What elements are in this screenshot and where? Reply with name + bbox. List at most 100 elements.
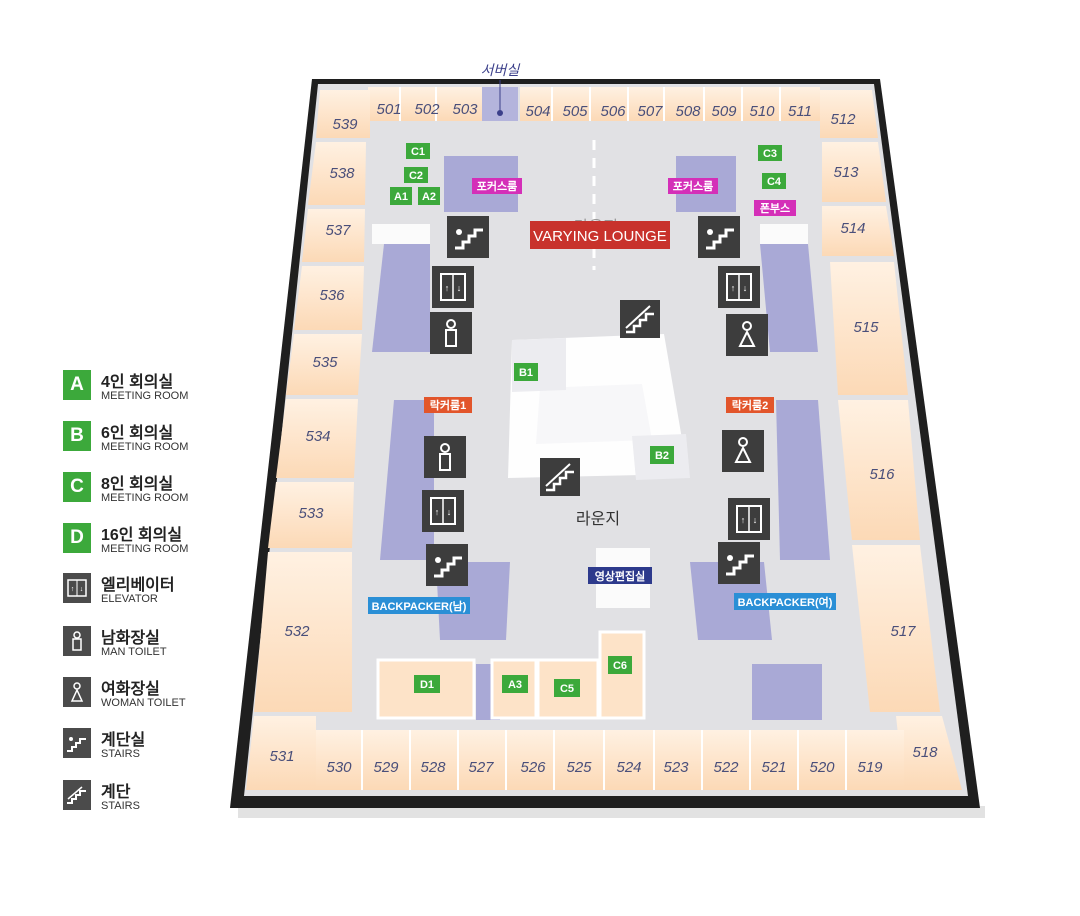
stairs-icon — [63, 780, 91, 810]
elevator-icon: ↑↓ — [728, 498, 770, 540]
room-524: 524 — [616, 759, 641, 776]
legend-subtitle: MEETING ROOM — [101, 543, 189, 555]
legend-badge-d: D — [63, 523, 91, 553]
locker-room-2-label: 락커룸2 — [732, 398, 768, 412]
legend-item-stairs: 계단 STAIRS — [63, 778, 243, 818]
room-528: 528 — [420, 759, 446, 776]
meeting-badge-c2: C2 — [409, 170, 423, 182]
woman-toilet-icon — [726, 314, 768, 356]
room-539: 539 — [332, 116, 358, 133]
room-516: 516 — [869, 466, 895, 483]
room-504: 504 — [525, 103, 550, 120]
elevator-icon: ↑↓ — [718, 266, 760, 308]
elevator-icon: ↑↓ — [422, 490, 464, 532]
legend-subtitle: STAIRS — [101, 800, 140, 812]
legend-title: 엘리베이터 — [101, 577, 175, 594]
room-536: 536 — [319, 287, 345, 304]
legend-item-man-toilet: 남화장실 MAN TOILET — [63, 624, 243, 664]
room-501: 501 — [376, 101, 401, 118]
room-508: 508 — [675, 103, 701, 120]
stairwell-icon — [447, 216, 489, 258]
legend-title: 여화장실 — [101, 681, 160, 698]
legend-badge-a: A — [63, 370, 91, 400]
stairs-icon — [620, 300, 660, 338]
legend-title: 계단 — [101, 784, 131, 801]
legend-item-6-person-room: B 6인 회의실 MEETING ROOM — [63, 419, 243, 459]
legend-title: 4인 회의실 — [101, 374, 174, 391]
lounge-label: 라운지 — [576, 510, 620, 528]
room-517: 517 — [890, 623, 916, 640]
room-521: 521 — [761, 759, 786, 776]
room-509: 509 — [711, 103, 737, 120]
man-toilet-icon — [424, 436, 466, 478]
stairs-icon — [540, 458, 580, 496]
video-edit-room-label: 영상편집실 — [595, 569, 646, 583]
room-532: 532 — [284, 623, 310, 640]
meeting-badge-c5: C5 — [560, 683, 574, 695]
map-icons: ↑↓ ↑↓ ↑↓ ↑↓ — [422, 216, 770, 586]
room-523: 523 — [663, 759, 689, 776]
legend-subtitle: MEETING ROOM — [101, 390, 189, 402]
svg-text:↓: ↓ — [457, 283, 462, 293]
room-502: 502 — [414, 101, 440, 118]
legend-badge-b: B — [63, 421, 91, 451]
room-512: 512 — [830, 111, 856, 128]
legend-title: 계단실 — [101, 732, 146, 749]
locker-room-1-label: 락커룸1 — [430, 398, 466, 412]
meeting-badge-c6: C6 — [613, 660, 627, 672]
room-518: 518 — [912, 744, 938, 761]
room-503: 503 — [452, 101, 478, 118]
svg-text:↓: ↓ — [753, 515, 758, 525]
room-531: 531 — [269, 748, 294, 765]
elevator-icon: ↑↓ — [63, 573, 91, 603]
elevator-icon: ↑↓ — [432, 266, 474, 308]
stairwell-icon — [63, 728, 91, 758]
svg-text:↑: ↑ — [731, 283, 736, 293]
svg-text:↓: ↓ — [447, 507, 452, 517]
backpacker-female-label: BACKPACKER(여) — [738, 595, 833, 609]
svg-text:↑: ↑ — [435, 507, 440, 517]
bottom-room-row — [316, 730, 904, 790]
man-toilet-icon — [430, 312, 472, 354]
room-513: 513 — [833, 164, 859, 181]
legend-subtitle: MEETING ROOM — [101, 492, 189, 504]
legend-title: 6인 회의실 — [101, 425, 174, 442]
legend-subtitle: WOMAN TOILET — [101, 697, 186, 709]
meeting-badge-a2: A2 — [422, 191, 436, 203]
legend-title: 남화장실 — [101, 630, 160, 647]
varying-lounge-banner — [530, 221, 670, 249]
legend-item-8-person-room: C 8인 회의실 MEETING ROOM — [63, 470, 243, 510]
svg-text:↓: ↓ — [743, 283, 748, 293]
meeting-badge-c1: C1 — [411, 146, 425, 158]
svg-text:↑: ↑ — [445, 283, 450, 293]
room-526: 526 — [520, 759, 546, 776]
legend-subtitle: MEETING ROOM — [101, 441, 189, 453]
meeting-badge-b2: B2 — [655, 450, 669, 462]
meeting-badge-a3: A3 — [508, 679, 522, 691]
room-537: 537 — [325, 222, 351, 239]
phone-booth-label: 폰부스 — [760, 202, 790, 215]
meeting-badge-b1: B1 — [519, 367, 533, 379]
svg-text:↑: ↑ — [741, 515, 746, 525]
varying-lounge-label: VARYING LOUNGE — [533, 228, 667, 245]
stairwell-icon — [426, 544, 468, 586]
room-525: 525 — [566, 759, 592, 776]
woman-toilet-icon — [722, 430, 764, 472]
stairwell-icon — [718, 542, 760, 584]
legend-item-16-person-room: D 16인 회의실 MEETING ROOM — [63, 521, 243, 561]
focus-room-left-label: 포커스룸 — [477, 179, 517, 193]
room-515: 515 — [853, 319, 879, 336]
right-room-column — [822, 142, 962, 790]
legend-title: 8인 회의실 — [101, 476, 174, 493]
legend-subtitle: ELEVATOR — [101, 593, 158, 605]
room-506: 506 — [600, 103, 626, 120]
legend-item-4-person-room: A 4인 회의실 MEETING ROOM — [63, 368, 243, 408]
room-533: 533 — [298, 505, 324, 522]
backpacker-male-label: BACKPACKER(남) — [372, 600, 467, 613]
meeting-badge-c3: C3 — [763, 148, 777, 160]
meeting-badge-d1: D1 — [420, 679, 434, 691]
legend-item-elevator: ↑↓ 엘리베이터 ELEVATOR — [63, 571, 243, 611]
legend-title: 16인 회의실 — [101, 527, 183, 544]
server-room-label: 서버실 — [481, 62, 521, 78]
